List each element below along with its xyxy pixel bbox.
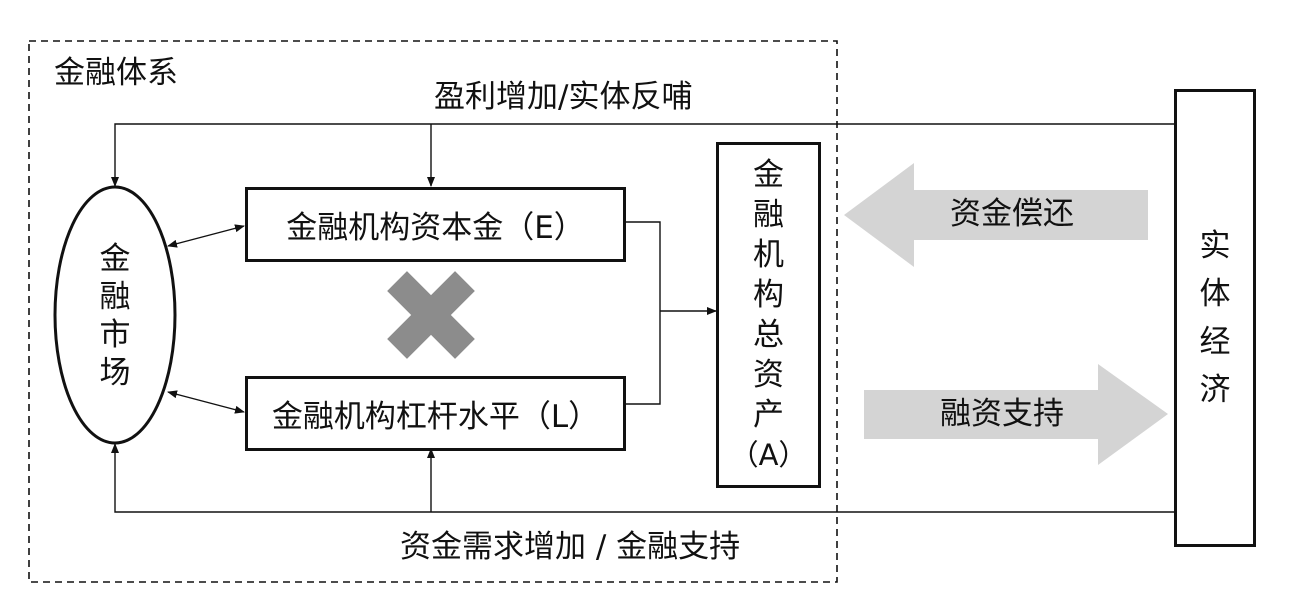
multiply-icon xyxy=(387,271,475,359)
repay-arrow-shape xyxy=(844,163,1148,267)
market-char: 市 xyxy=(99,317,131,353)
financial-market-ellipse xyxy=(53,185,177,445)
real-economy-box: 实 体 经 济 xyxy=(1174,89,1256,547)
finance-arrow-shape xyxy=(864,364,1168,465)
repay-arrow-label: 资金偿还 xyxy=(950,196,1074,232)
top-flow-label: 盈利增加/实体反哺 xyxy=(434,79,693,115)
economy-char: 济 xyxy=(1199,372,1231,408)
bottom-flow-label: 资金需求增加 / 金融支持 xyxy=(400,529,741,565)
assets-char: （A） xyxy=(729,438,808,472)
capital-box: 金融机构资本金（E） xyxy=(245,187,626,262)
system-title: 金融体系 xyxy=(54,55,178,91)
market-char: 融 xyxy=(99,279,131,315)
assets-char: 总 xyxy=(753,317,784,353)
assets-char: 构 xyxy=(753,277,784,313)
capital-to-assets-line xyxy=(625,221,661,405)
market-char: 场 xyxy=(99,355,131,391)
market-char: 金 xyxy=(99,241,131,277)
economy-char: 实 xyxy=(1199,228,1231,264)
bottom-feedback-line xyxy=(111,443,1174,513)
market-leverage-link xyxy=(167,390,245,414)
economy-char: 经 xyxy=(1199,324,1231,360)
capital-box-label: 金融机构资本金（E） xyxy=(286,210,585,246)
financial-system-boundary xyxy=(28,40,838,583)
leverage-box-label: 金融机构杠杆水平（L） xyxy=(271,399,600,435)
assets-char: 机 xyxy=(753,237,784,273)
assets-char: 金 xyxy=(753,157,784,193)
total-assets-box: 金 融 机 构 总 资 产 （A） xyxy=(716,142,821,488)
economy-char: 体 xyxy=(1199,276,1231,312)
assets-char: 融 xyxy=(753,197,784,233)
assets-char: 产 xyxy=(753,397,784,433)
finance-arrow-label: 融资支持 xyxy=(940,396,1064,432)
assets-char: 资 xyxy=(753,357,784,393)
market-capital-link xyxy=(167,224,245,248)
leverage-box: 金融机构杠杆水平（L） xyxy=(245,376,626,451)
top-feedback-line xyxy=(111,123,1174,187)
financial-market-label: 金 融 市 场 xyxy=(95,240,135,392)
